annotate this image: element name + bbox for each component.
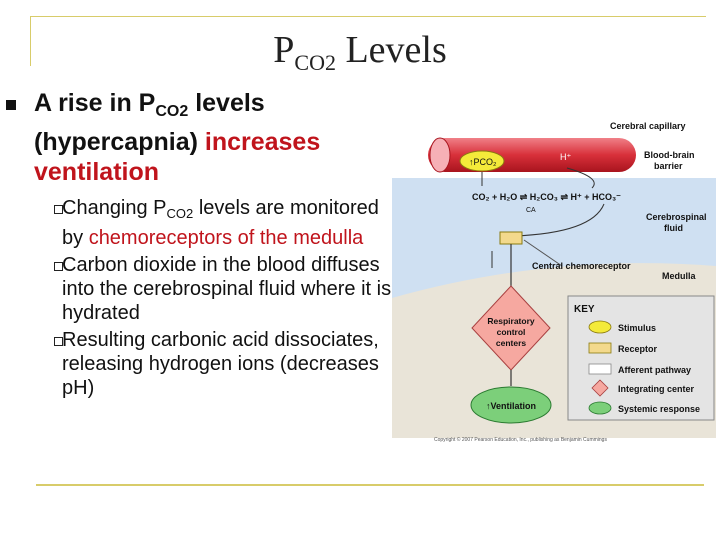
sb2-text: Carbon dioxide in the blood diffuses int… [62, 254, 392, 324]
key-box [567, 295, 715, 421]
slide-title: PCO2 Levels [0, 28, 720, 76]
title-subscript: CO2 [294, 50, 336, 75]
pco2-label: ↑PCO₂ [469, 157, 497, 167]
pco2-stimulus-oval [459, 150, 505, 172]
title-rest: Levels [335, 29, 447, 71]
sub-bullet-1: Changing PCO2 levels are monitored by ch… [50, 196, 405, 250]
key-stimulus-swatch [588, 320, 612, 334]
key-response-label: Systemic response [618, 404, 700, 414]
csf-label-1: Cerebrospinal [646, 212, 707, 222]
main-highlight: increases ventilation [34, 128, 321, 186]
key-receptor-label: Receptor [618, 344, 658, 354]
bbb-label-2: barrier [654, 161, 683, 171]
frame-line-left [30, 16, 31, 66]
key-title: KEY [574, 304, 595, 315]
bullet-square-icon [6, 100, 16, 110]
chemoreceptor-diagram: ↑PCO₂ H⁺ Cerebral capillary Blood-brain … [392, 121, 716, 443]
capillary-opening [429, 137, 451, 173]
sub-bullet-2: Carbon dioxide in the blood diffuses int… [50, 253, 405, 325]
main-part1: A rise in P [34, 89, 156, 117]
medulla-label: Medulla [662, 271, 696, 281]
key-afferent-label: Afferent pathway [618, 365, 691, 375]
frame-line-top [30, 16, 706, 17]
central-chemoreceptor-label: Central chemoreceptor [532, 261, 631, 271]
hollow-square-icon [54, 205, 63, 214]
resp-label-3: centers [496, 338, 527, 348]
chemoreceptor-shape [499, 231, 523, 245]
cerebral-capillary [428, 138, 636, 172]
resp-label-1: Respiratory [487, 316, 535, 326]
reaction-equation: CO₂ + H₂O ⇌ H₂CO₃ ⇌ H⁺ + HCO₃⁻ [472, 192, 621, 202]
arrow-h-up [566, 167, 595, 189]
sub-bullet-3: Resulting carbonic acid dissociates, rel… [50, 328, 405, 400]
key-afferent-swatch [588, 363, 612, 375]
resp-label-2: control [497, 327, 526, 337]
cerebral-capillary-label: Cerebral capillary [610, 121, 686, 131]
main-bullet-text: A rise in PCO2 levels (hypercapnia) incr… [34, 88, 384, 187]
receptor-pointer [523, 239, 563, 267]
sb1-mid: levels are monitored by [62, 197, 379, 249]
key-integrating-label: Integrating center [618, 384, 695, 394]
sb1-highlight: chemoreceptors of the medulla [88, 227, 364, 249]
key-response-swatch [588, 401, 612, 415]
ventilation-response-oval [470, 386, 552, 424]
sb1-pre: Changing P [62, 197, 167, 219]
h-plus-label: H⁺ [560, 152, 571, 162]
hollow-square-icon [54, 337, 63, 346]
ventilation-label: ↑Ventilation [486, 401, 536, 411]
sb3-text: Resulting carbonic acid dissociates, rel… [62, 329, 379, 399]
bbb-label-1: Blood-brain [644, 150, 695, 160]
key-stimulus-label: Stimulus [618, 323, 656, 333]
main-part2: levels (hypercapnia) [34, 89, 265, 156]
sub-bullet-list: Changing PCO2 levels are monitored by ch… [50, 196, 405, 403]
frame-line-bottom [36, 484, 704, 486]
key-receptor-swatch [588, 342, 612, 354]
arrow-h-to-receptor [513, 203, 605, 237]
key-integrating-swatch [591, 379, 609, 397]
ca-label: CA [526, 207, 536, 214]
main-subscript: CO2 [155, 103, 189, 120]
title-p: P [273, 29, 295, 71]
hollow-square-icon [54, 262, 63, 271]
sb1-subscript: CO2 [166, 206, 194, 221]
csf-label-2: fluid [664, 223, 683, 233]
copyright-text: Copyright © 2007 Pearson Education, Inc.… [434, 436, 607, 443]
